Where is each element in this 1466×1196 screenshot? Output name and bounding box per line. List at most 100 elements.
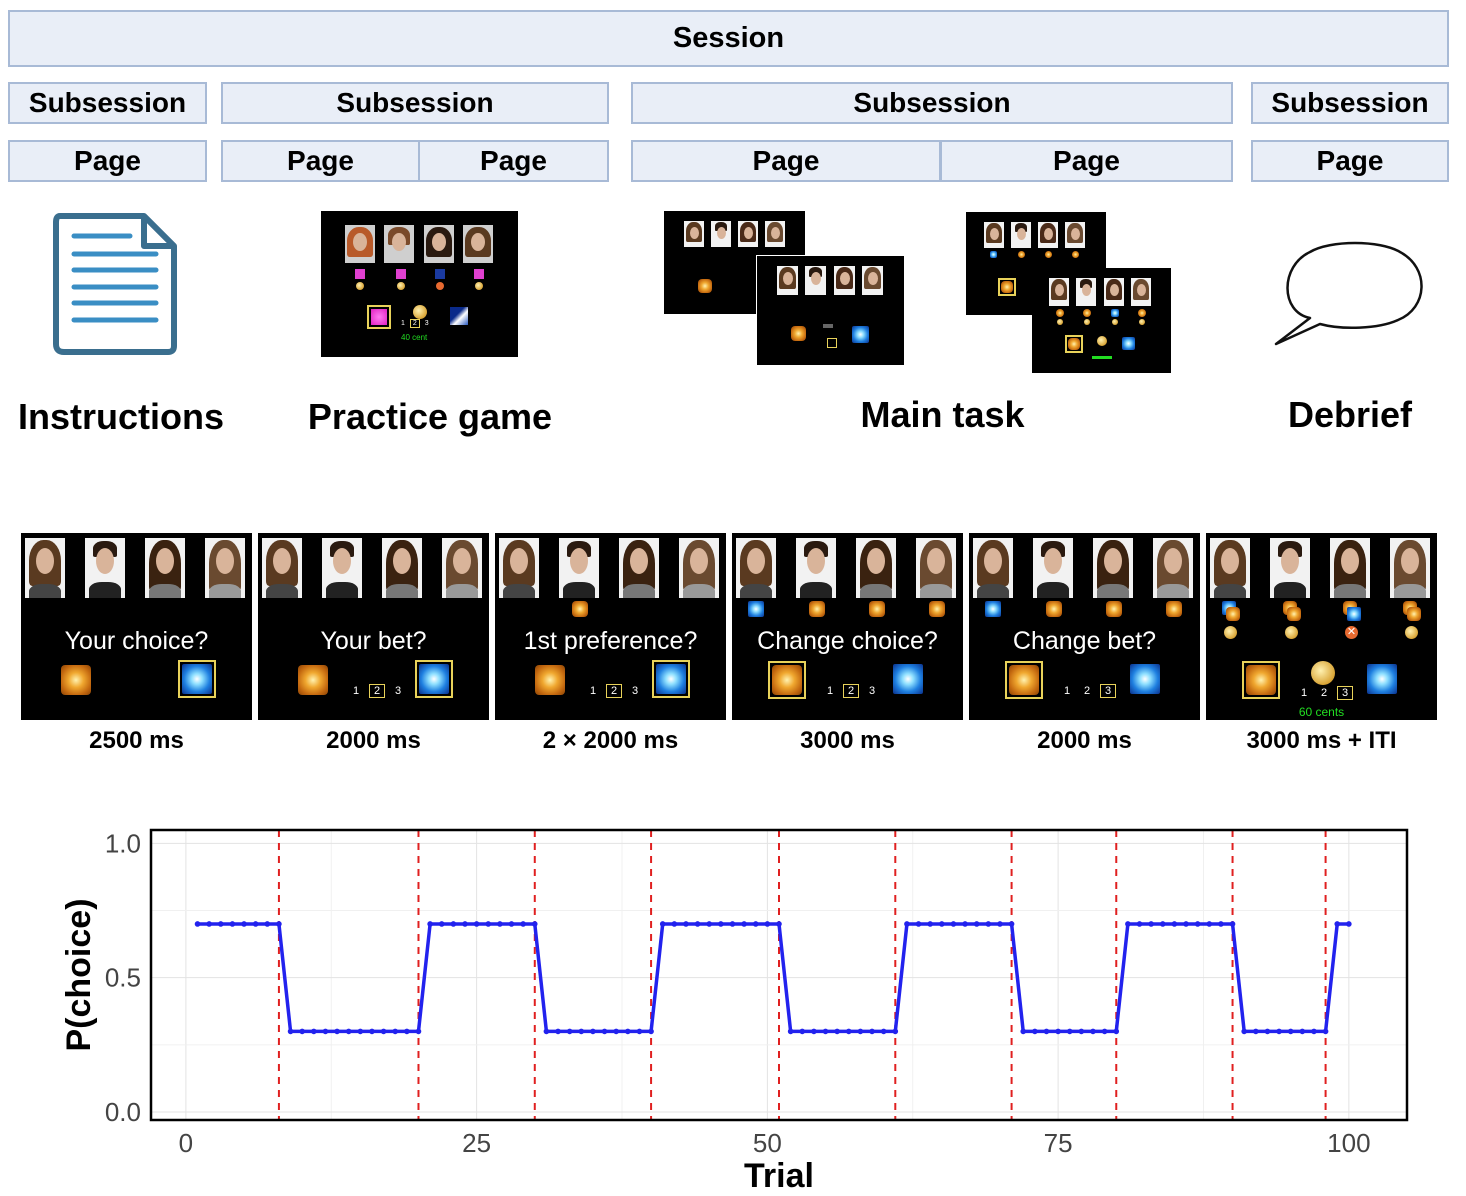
face-photo (738, 221, 758, 247)
data-point (311, 1028, 317, 1035)
data-point (636, 1028, 643, 1035)
bet-value: 2 (1083, 685, 1091, 697)
option-a-icon (1009, 665, 1039, 695)
face-photo (1131, 278, 1151, 306)
subsession-box-practice: Subsession (221, 82, 609, 124)
coin-icon (1224, 626, 1237, 639)
data-point (287, 1028, 294, 1035)
x-tick-label: 25 (462, 1128, 491, 1158)
face-photo (322, 538, 362, 598)
face-photo (25, 538, 65, 598)
trial-duration: 2000 ms (326, 727, 421, 754)
bet-value: 2 (606, 684, 622, 698)
data-point (531, 921, 538, 927)
option-icon (435, 269, 445, 279)
face-photo (805, 266, 826, 295)
advisor-choice-icon (1407, 607, 1421, 621)
option-frame (1242, 661, 1280, 699)
advisor-choice-icon (1287, 607, 1301, 621)
data-point (950, 921, 957, 927)
data-point (1008, 921, 1015, 927)
option-b-icon (1130, 664, 1160, 694)
face-photo (1011, 222, 1031, 248)
data-point (857, 1028, 864, 1035)
data-point (1066, 1028, 1073, 1035)
face-photo (1065, 222, 1085, 248)
bet-scale: 1 2 3 (401, 319, 429, 328)
option-frame (768, 661, 806, 699)
option-a-square (371, 309, 387, 325)
data-point (845, 1028, 852, 1035)
data-point (462, 921, 468, 927)
advisor-choice-icon (1226, 607, 1240, 621)
session-box: Session (8, 10, 1449, 67)
face-photo (145, 538, 185, 598)
advisor-choice-icon (929, 601, 945, 617)
option-frame (178, 660, 216, 698)
data-point (473, 921, 480, 927)
trial-prompt: Your choice? (64, 627, 209, 655)
face-photo (1033, 538, 1073, 598)
data-point (1159, 921, 1166, 927)
data-point (764, 921, 771, 927)
coin-icon (356, 282, 364, 290)
data-point (345, 1028, 352, 1035)
data-point (1078, 1028, 1085, 1035)
option-b-icon (1111, 309, 1119, 317)
practice-game-thumbnail: 1 2 3 40 cent (321, 211, 518, 357)
option-b-icon (893, 664, 923, 694)
data-point (694, 921, 701, 927)
data-point (1090, 1028, 1096, 1035)
option-a-icon (535, 665, 565, 695)
option-icon (355, 269, 365, 279)
data-point (229, 921, 236, 927)
data-point (1194, 921, 1201, 927)
data-point (962, 921, 968, 927)
bet-value: 2 (1320, 687, 1328, 699)
trial-prompt: 1st preference? (523, 627, 698, 655)
subsession-box-instructions: Subsession (8, 82, 207, 124)
data-point (752, 921, 759, 927)
stage-label-instructions: Instructions (17, 396, 224, 437)
face-photo (916, 538, 956, 598)
trial-frame-choice: Your choice? (21, 533, 252, 720)
bet-value: 1 (352, 685, 360, 697)
data-point (1032, 1028, 1038, 1035)
face-photo (834, 266, 855, 295)
data-point (578, 1028, 585, 1035)
data-point (217, 921, 224, 927)
data-point (1183, 921, 1189, 927)
advisor-choice-icon (809, 601, 825, 617)
data-point (392, 1028, 399, 1035)
data-point (915, 921, 922, 927)
subsession-label: Subsession (1271, 87, 1429, 118)
data-point (206, 921, 212, 927)
bet-value: 1 (826, 685, 834, 697)
page-box: Page (221, 140, 420, 182)
option-a-icon (298, 665, 328, 695)
data-point (776, 921, 782, 927)
trial-duration: 2500 ms (89, 727, 184, 754)
data-point (625, 1028, 631, 1035)
coin-icon (1285, 626, 1298, 639)
data-point (264, 921, 271, 927)
face-photo (424, 225, 454, 263)
data-point (508, 921, 515, 927)
data-point (1171, 921, 1178, 927)
subsession-label: Subsession (853, 87, 1011, 118)
bet-value: 3 (868, 685, 876, 697)
data-point (973, 921, 980, 927)
data-point (369, 1028, 375, 1035)
speech-bubble-icon (1274, 241, 1423, 346)
document-icon (53, 213, 177, 355)
data-point (1241, 1028, 1247, 1035)
face-photo (862, 266, 883, 295)
option-b-icon (419, 664, 449, 694)
data-point (1253, 1028, 1259, 1035)
trial-duration: 3000 ms + ITI (1246, 727, 1397, 754)
